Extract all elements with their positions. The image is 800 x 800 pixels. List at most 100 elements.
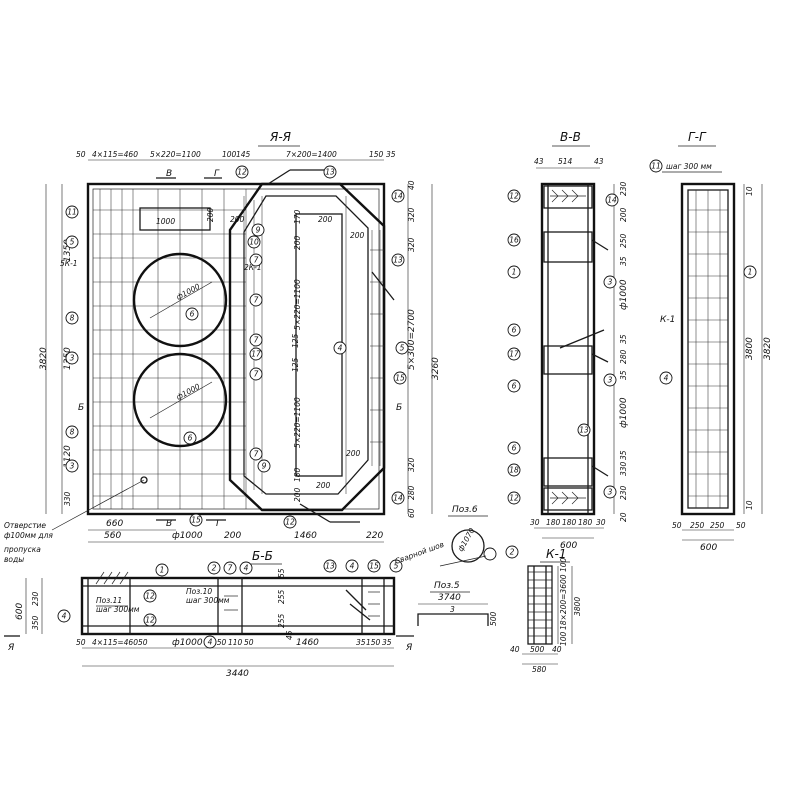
vv-bot-180a: 180 <box>546 518 561 527</box>
inner-dim-200c: 200 <box>230 215 245 224</box>
vv-bot-30a: 30 <box>530 518 540 527</box>
hole-note-2: ф100мм для <box>4 531 53 540</box>
vv-callout-6b: 6 <box>512 326 517 335</box>
inner-dim-200f: 200 <box>346 449 361 458</box>
top-dim-7: 150 <box>369 150 384 159</box>
vv-callout-14: 14 <box>607 196 617 205</box>
bb-note-step2: шаг 300мм <box>186 596 230 605</box>
bb-callout-7: 7 <box>228 564 233 573</box>
callout-12b: 12 <box>285 518 295 527</box>
callout-7a: 7 <box>254 296 259 305</box>
vv-callout-12b: 12 <box>509 494 519 503</box>
vv-dim-f1000b: ф1000 <box>619 397 629 428</box>
bb-bot-110: 110 <box>228 638 243 647</box>
bb-note-poz10: Поз.10 <box>186 587 212 596</box>
callout-15a: 15 <box>395 374 405 383</box>
inner-dim-5x220-b: 5×220=1100 <box>293 397 302 448</box>
poz-details: Поз.6 ф1070 Сварной шов Поз.5 3740 3 500 <box>394 505 498 626</box>
bb-left-600: 600 <box>15 603 25 620</box>
section-title-vv: В-В <box>560 130 581 144</box>
top-dim-3: 5×220=1100 <box>150 150 201 159</box>
callout-7b: 7 <box>254 256 259 265</box>
vv-top-dim-43a: 43 <box>534 157 544 166</box>
k1-bot-500: 500 <box>530 645 545 654</box>
vv-dim-35a: 35 <box>619 256 628 266</box>
cut-mark-v-bottom: В <box>166 519 172 529</box>
k1-dim-18x200: 18×200=3600 <box>559 574 568 630</box>
k1-dim-100b: 100 <box>559 631 568 646</box>
bb-callout-6a: 12 <box>145 592 155 601</box>
vv-bot-180b: 180 <box>562 518 577 527</box>
callout-10: 10 <box>249 238 259 247</box>
vv-dim-200: 200 <box>619 207 628 222</box>
gg-bot-250a: 250 <box>690 521 705 530</box>
label-5k1: 5К-1 <box>60 259 78 268</box>
right-dim-40: 40 <box>407 180 416 190</box>
bb-note-step1: шаг 300мм <box>96 605 140 614</box>
vv-callout-3c: 3 <box>608 488 613 497</box>
top-dim-4: 100 <box>222 150 237 159</box>
plan-callouts: 11 5 8 3 8 3 6 7 6 7 7 17 7 7 9 10 9 12 … <box>65 165 409 529</box>
callout-8b: 8 <box>70 428 75 437</box>
section-title-gg: Г-Г <box>688 130 707 144</box>
inner-dim-200g: 200 <box>316 481 331 490</box>
inner-dim-125a: 125 <box>291 357 300 372</box>
gg-bot-50b: 50 <box>736 521 746 530</box>
bb-note-poz11: Поз.11 <box>96 596 122 605</box>
bb-bot-total: 3440 <box>226 669 249 679</box>
plan-left-grid <box>93 189 247 509</box>
k1-bot-40b: 40 <box>552 645 562 654</box>
bb-bot-150: 150 <box>212 638 227 647</box>
section-bb: Б-Б Поз.11 шаг 300мм Поз.10 шаг 300мм 23… <box>4 549 414 679</box>
inner-dim-5x220-a: 5×220=1100 <box>293 279 302 330</box>
gg-dim-3820: 3820 <box>763 337 773 360</box>
bb-mid-55: 55 <box>277 568 286 578</box>
left-dim-330: 330 <box>63 491 72 506</box>
k1-bot-total: 580 <box>532 665 547 674</box>
bb-side-ya-left: Я <box>7 643 14 653</box>
bb-bot-150b: 150 <box>366 638 381 647</box>
poz5-h: 500 <box>489 611 498 626</box>
vv-dim-35b: 35 <box>619 334 628 344</box>
vv-dim-35d: 35 <box>619 450 628 460</box>
vv-callout-6a: 1 <box>512 268 517 277</box>
gg-step-note: шаг 300 мм <box>666 162 712 171</box>
vv-callout-12a: 12 <box>509 192 519 201</box>
poz5-bar <box>417 613 489 626</box>
bottom-dim-1460: 1460 <box>294 531 317 541</box>
callout-13a: 13 <box>325 168 335 177</box>
plan-right-bars <box>243 196 384 494</box>
top-dim-1: 50 <box>76 150 86 159</box>
vv-top-dim-514: 514 <box>558 157 573 166</box>
vv-dim-330: 330 <box>619 461 628 476</box>
bb-callout-5: 5 <box>394 562 399 571</box>
callout-11: 11 <box>67 208 77 217</box>
vv-dim-230b: 230 <box>619 485 628 500</box>
bottom-dim-560: 560 <box>104 531 121 541</box>
inner-dim-200e: 200 <box>293 487 302 502</box>
right-dim-60: 60 <box>407 508 416 518</box>
callout-14a: 14 <box>393 192 403 201</box>
callout-5a: 5 <box>70 238 75 247</box>
vv-callout-13: 13 <box>579 426 589 435</box>
top-dim-6: 7×200=1400 <box>286 150 337 159</box>
inner-dim-180: 180 <box>293 467 302 482</box>
callout-5b: 5 <box>400 344 405 353</box>
pipe-opening-bottom <box>132 352 228 448</box>
bb-callout-4b: 4 <box>244 564 249 573</box>
bb-mid-255b: 255 <box>277 613 286 628</box>
bb-bot-50c: 50 <box>244 638 254 647</box>
right-dim-320c: 320 <box>407 457 416 472</box>
poz5-label: Поз.5 <box>434 581 460 591</box>
right-dim-5x300: 5×300=2700 <box>407 309 417 370</box>
opening-200-label: 200 <box>206 207 215 222</box>
poz5-len2: 3 <box>450 605 455 614</box>
gg-callout-11: 11 <box>651 162 661 171</box>
bb-left-350: 350 <box>31 615 40 630</box>
callout-7c: 7 <box>254 336 259 345</box>
vv-dim-35c: 35 <box>619 370 628 380</box>
cut-mark-b-left: Б <box>78 403 84 413</box>
callout-14b: 14 <box>393 494 403 503</box>
bb-bot-50b: 50 <box>138 638 148 647</box>
vv-callout-3a: 3 <box>608 278 613 287</box>
